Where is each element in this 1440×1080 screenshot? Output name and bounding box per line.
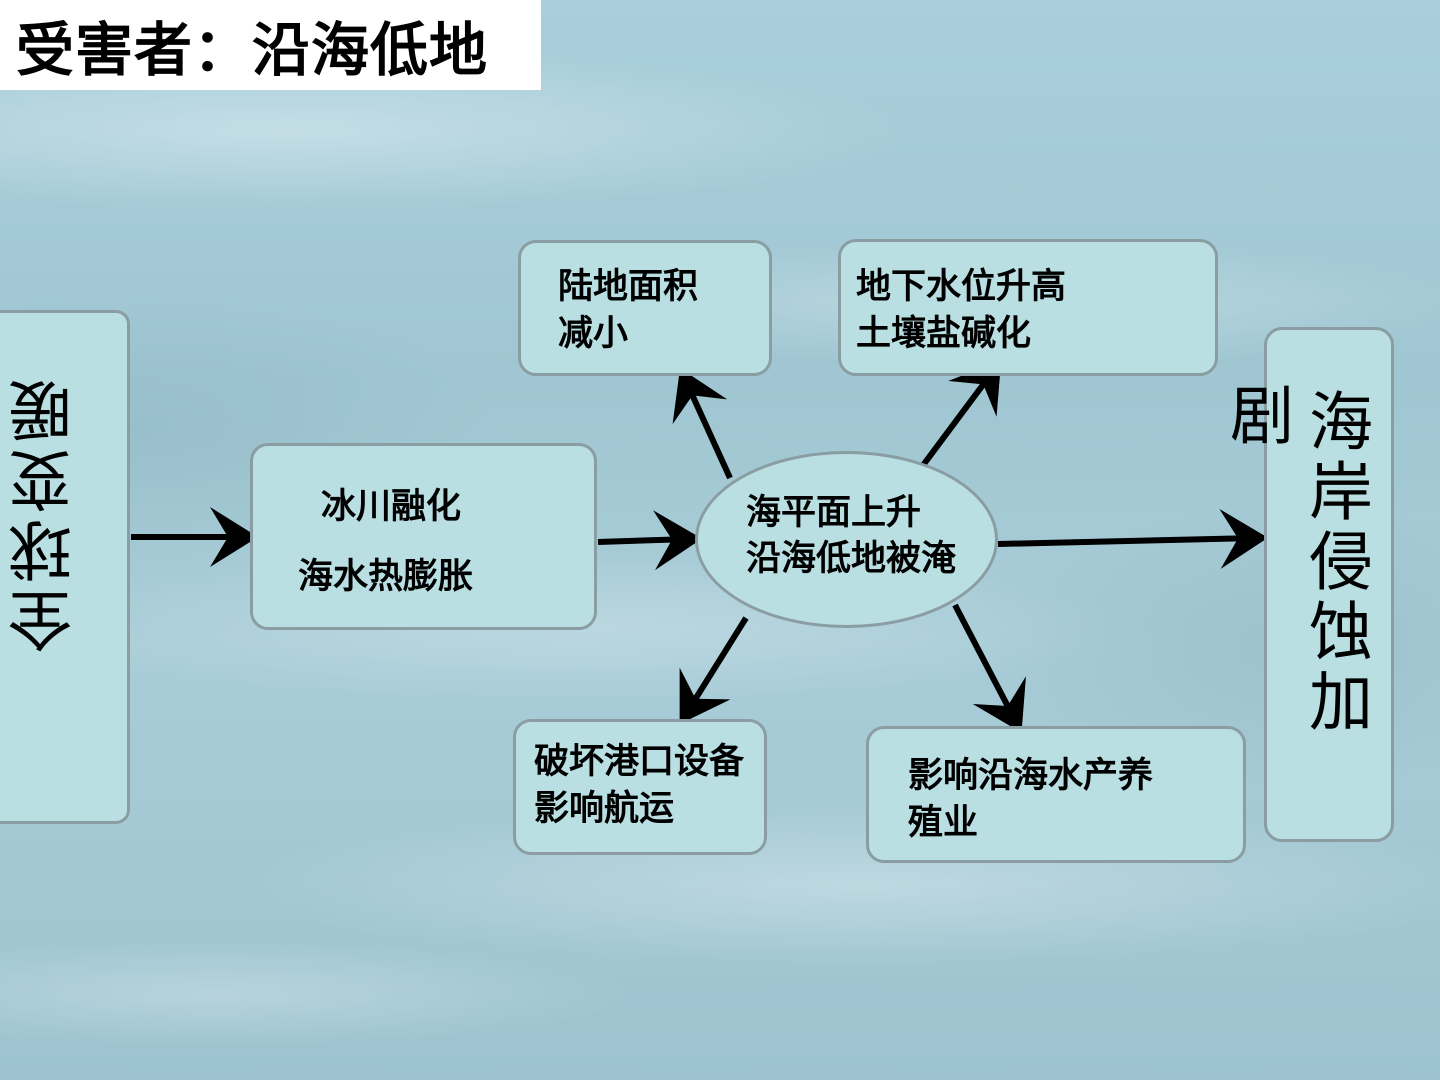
arrow-center-to-coast <box>997 508 1268 569</box>
global-warming-label: 全球变暖 <box>9 373 83 653</box>
global-warming-box: 全球变暖 <box>0 310 130 824</box>
land-area-line1: 陆地面积 <box>558 266 699 307</box>
center-ellipse: 海平面上升 沿海低地被淹 <box>695 451 998 628</box>
aquaculture-box: 影响沿海水产养 殖业 <box>866 726 1246 863</box>
cause-glacier-melt: 冰川融化 <box>321 486 462 527</box>
groundwater-line2: 土壤盐碱化 <box>856 313 1032 354</box>
port-line1: 破坏港口设备 <box>534 741 745 782</box>
coastal-erosion-box: 海岸侵蚀加 <box>1264 327 1394 842</box>
port-box: 破坏港口设备 影响航运 <box>513 719 767 855</box>
land-area-box: 陆地面积 减小 <box>518 240 772 376</box>
arrow-causes-to-center <box>597 510 702 571</box>
title-banner: 受害者：沿海低地 <box>0 0 541 90</box>
arrow-center-to-aquaculture <box>952 603 1026 733</box>
arrow-center-to-groundwater <box>915 360 1002 474</box>
land-area-line2: 减小 <box>558 313 629 354</box>
causes-box: 冰川融化 海水热膨胀 <box>250 443 597 630</box>
coastal-erosion-overflow: 剧 <box>1219 382 1293 452</box>
coastal-erosion-label: 海岸侵蚀加 <box>1298 388 1372 738</box>
groundwater-line1: 地下水位升高 <box>856 266 1067 307</box>
aquaculture-line1: 影响沿海水产养 <box>908 755 1154 796</box>
groundwater-box: 地下水位升高 土壤盐碱化 <box>838 239 1218 376</box>
page-title: 受害者：沿海低地 <box>16 16 489 84</box>
arrow-center-to-land-area <box>672 368 733 480</box>
center-lowland-flooded: 沿海低地被淹 <box>746 538 957 579</box>
port-line2: 影响航运 <box>534 788 675 829</box>
center-sea-level-rise: 海平面上升 <box>746 492 922 533</box>
aquaculture-line2: 殖业 <box>908 802 979 843</box>
cause-thermal-expansion: 海水热膨胀 <box>298 556 474 597</box>
arrow-center-to-port <box>679 616 749 725</box>
